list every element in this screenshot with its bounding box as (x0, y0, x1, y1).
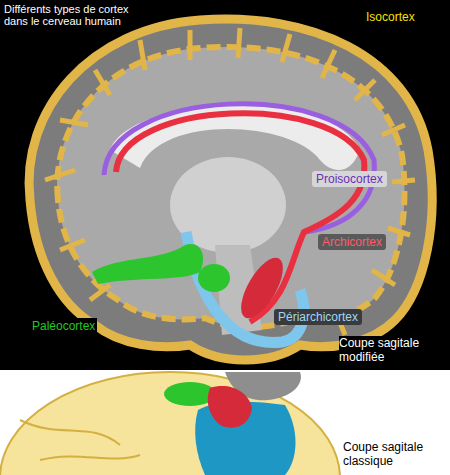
region-label: Archicortex (318, 234, 386, 250)
diagram-title: Différents types de cortex dans le cerve… (4, 3, 154, 27)
region-label: Isocortex (366, 10, 415, 24)
archicortex-band (116, 113, 364, 322)
dark-ground (0, 0, 450, 370)
classic-archicortex (208, 386, 252, 428)
paleocortex-region (92, 244, 203, 284)
sulci (45, 28, 415, 335)
paleocortex-region (198, 264, 230, 292)
periarchicortex-band (186, 232, 304, 343)
brain-outline (29, 19, 432, 360)
region-label: Périarchicortex (274, 309, 362, 325)
section-caption: Coupe sagitale classique (343, 440, 447, 468)
region-label: Paléocortex (30, 318, 97, 334)
section-caption: Coupe sagitale modifiée (339, 336, 447, 364)
classic-brain (0, 372, 340, 475)
classic-sulci (20, 420, 140, 460)
region-label: Proisocortex (312, 171, 387, 187)
